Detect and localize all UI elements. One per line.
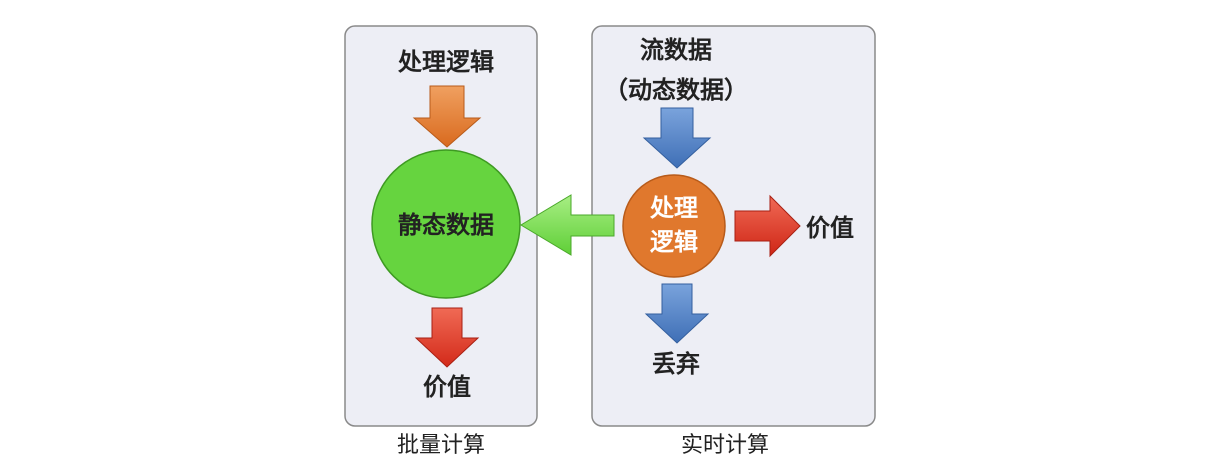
realtime-logic-circle: [622, 174, 726, 278]
static-data-label: 静态数据: [398, 210, 494, 239]
realtime-value-arrow: [734, 194, 801, 258]
stream-data-sublabel: （动态数据）: [604, 75, 748, 104]
batch-value-arrow: [414, 307, 480, 368]
realtime-logic-line1: 处理: [649, 193, 698, 222]
persist-to-static-arrow: [520, 194, 615, 256]
static-data-circle: [371, 149, 521, 299]
batch-logic-label: 处理逻辑: [397, 47, 494, 76]
batch-value-label: 价值: [423, 372, 471, 401]
discard-arrow: [644, 283, 710, 344]
batch-input-arrow: [412, 85, 482, 148]
realtime-logic-line2: 逻辑: [650, 227, 698, 256]
realtime-caption: 实时计算: [681, 433, 769, 458]
stream-input-arrow: [642, 107, 712, 169]
realtime-value-label: 价值: [806, 213, 854, 242]
discard-label: 丢弃: [652, 349, 700, 378]
stream-data-label: 流数据: [640, 35, 712, 64]
batch-caption: 批量计算: [397, 433, 485, 458]
